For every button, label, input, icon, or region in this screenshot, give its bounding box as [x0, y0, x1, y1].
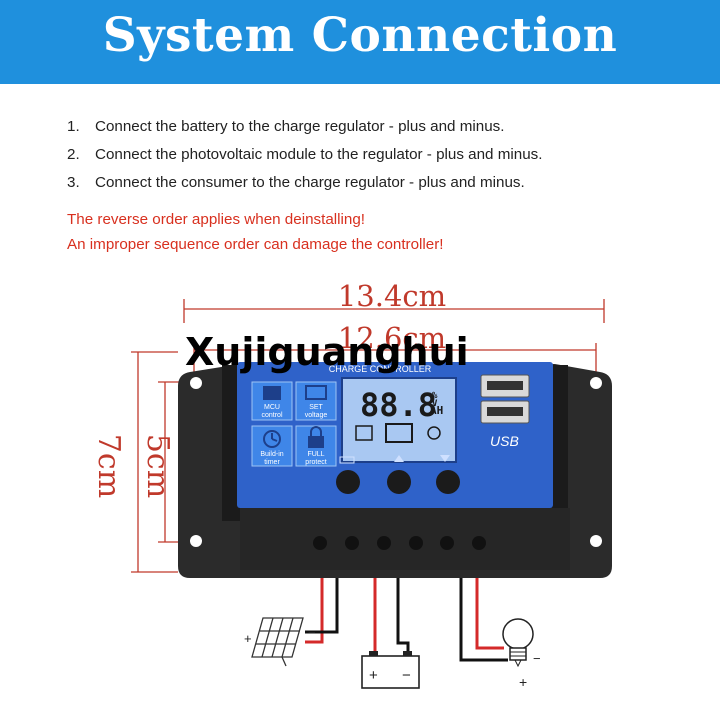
battery-plus-label: +: [369, 667, 378, 684]
set-voltage-tile: SET voltage: [295, 381, 337, 421]
svg-text:%: %: [432, 391, 438, 401]
instruction-step: 1.Connect the battery to the charge regu…: [67, 118, 505, 135]
battery-minus-label: −: [402, 667, 411, 684]
mcu-tile: MCU control: [251, 381, 293, 421]
timer-clock-icon: [263, 430, 281, 448]
terminal-block: [313, 536, 486, 550]
solar-plus-label: +: [244, 631, 252, 646]
instruction-step: 3.Connect the consumer to the charge reg…: [67, 174, 525, 191]
menu-button[interactable]: [336, 470, 360, 494]
up-button[interactable]: [387, 470, 411, 494]
mcu-chip-icon: [263, 386, 281, 400]
timer-tile: Build-in timer: [251, 425, 293, 467]
protect-tile: FULL protect: [295, 425, 337, 467]
light-bulb-icon: [502, 618, 534, 668]
svg-text:control: control: [261, 412, 282, 419]
panel-label: CHARGE CONTROLLER: [329, 364, 432, 374]
battery-gear-icon: [305, 385, 327, 400]
wiring: [305, 578, 508, 662]
down-arrow-icon: [440, 455, 450, 462]
svg-text:voltage: voltage: [305, 412, 328, 419]
down-button[interactable]: [436, 470, 460, 494]
svg-text:protect: protect: [305, 459, 326, 466]
svg-text:AH: AH: [430, 404, 443, 417]
warning-text: An improper sequence order can damage th…: [67, 236, 444, 253]
width-dimension: [183, 299, 605, 385]
bulb-plus-label: +: [519, 674, 527, 690]
watermark: Xujiguanghui: [185, 330, 469, 374]
instruction-step: 2.Connect the photovoltaic module to the…: [67, 146, 543, 163]
title-banner: [0, 0, 720, 84]
svg-text:SET: SET: [309, 404, 323, 411]
menu-icon: [339, 456, 355, 464]
instruction-list: 1.Connect the battery to the charge regu…: [67, 117, 542, 201]
outer-width-label: 13.4cm: [338, 279, 446, 313]
outer-height-label: 7cm: [91, 434, 126, 498]
bulb-icon: [427, 426, 441, 440]
solar-minus-label: −: [308, 625, 316, 640]
svg-text:MCU: MCU: [264, 404, 280, 411]
usb-ports: USB: [480, 374, 530, 449]
svg-text:V: V: [432, 399, 438, 409]
battery-icon: [361, 651, 420, 689]
inner-width-label: 12.6cm: [338, 321, 446, 355]
button-icons: [339, 455, 450, 464]
battery-icon: [385, 423, 413, 443]
solar-panel-icon: [251, 617, 304, 667]
solar-panel-icon: [355, 425, 373, 441]
svg-text:FULL: FULL: [307, 451, 324, 458]
svg-text:timer: timer: [264, 459, 280, 466]
up-arrow-icon: [394, 455, 404, 462]
lock-icon: [308, 436, 324, 448]
lcd-reading: 88.8: [360, 386, 437, 424]
warning-text: The reverse order applies when deinstall…: [67, 211, 366, 228]
svg-text:Build-in: Build-in: [260, 451, 283, 458]
usb-label: USB: [490, 433, 519, 449]
page-title: System Connection: [102, 8, 618, 63]
bulb-minus-label: −: [533, 651, 541, 666]
inner-height-label: 5cm: [140, 434, 175, 498]
lcd-display: 88.8 % V AH: [341, 377, 457, 463]
